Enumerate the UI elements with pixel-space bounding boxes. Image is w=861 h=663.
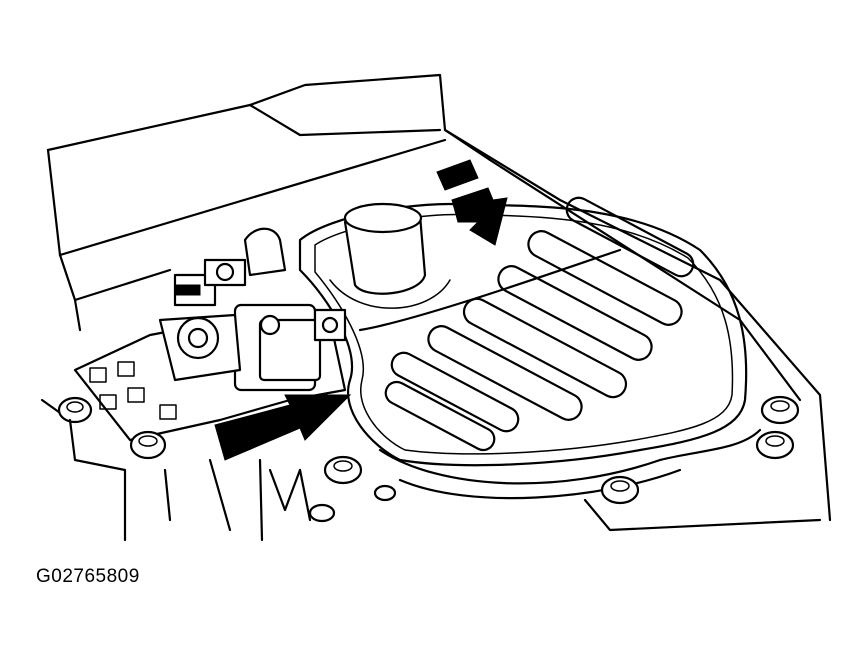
arrow-dashed [436,159,508,246]
bolt-left-1 [57,396,93,424]
arrow-large [214,394,352,461]
figure-id-label: G02765809 [36,566,140,587]
transmission-filter-diagram [40,73,832,542]
mounting-bolts [57,395,800,523]
valve-body-assembly [73,227,347,442]
filter-pickup-tube [329,202,451,309]
bolt-bottom-1 [323,455,363,485]
bolt-right-2 [755,430,795,460]
bolt-bottom-2 [600,475,640,505]
bolt-right-1 [760,395,800,425]
bolt-left-2 [129,430,167,460]
lower-case [68,418,822,542]
filter-ribs [384,196,695,452]
